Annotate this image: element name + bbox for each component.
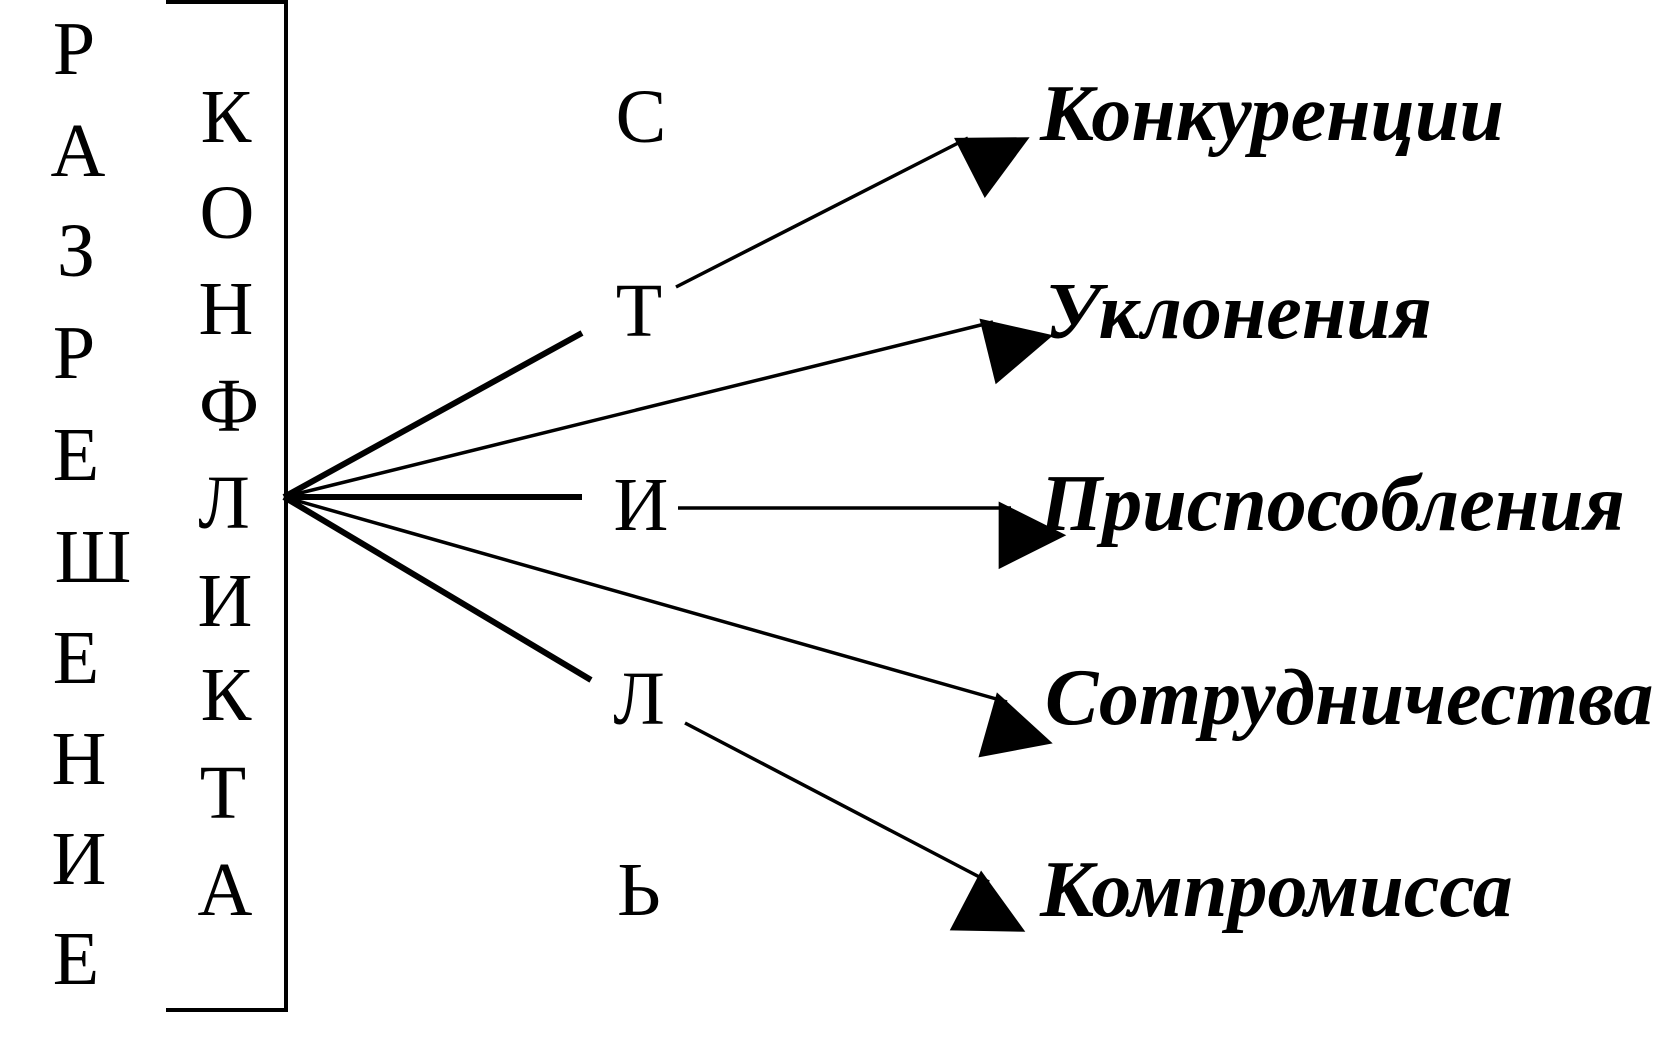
bracket [166,0,288,1012]
label-sotrudnichestva: Сотрудничества [1045,654,1653,742]
label-prisposobleniya: Приспособления [1039,460,1625,548]
label-konkurentsii: Конкуренции [1039,70,1504,158]
column-right-letter: Л [613,657,665,741]
column-left-letter: А [51,109,106,193]
column-left-letter: Р [53,311,95,395]
arrow-to-kompromissa [684,721,1026,932]
column-right-letter: Ь [617,848,661,932]
column-middle-letter: Н [199,267,254,351]
column-middle-letter: О [200,171,255,255]
column-right-letter: С [616,75,667,159]
column-left-letter: З [57,209,95,293]
column-middle-letter: Т [200,751,246,835]
hub-line [282,330,584,500]
column-left-letter: Ш [55,515,132,599]
column-left-letter: И [52,817,107,901]
column-middle-letter: А [198,848,253,932]
style-labels: Конкуренции Уклонения Приспособления Сот… [1039,70,1653,934]
column-right-letter: И [614,463,669,547]
column-left: Р А З Р Е Ш Е Н И Е [51,7,132,1001]
column-middle: К О Н Ф Л И К Т А [198,75,259,932]
column-right-letter: Т [616,269,662,353]
column-left-letter: Р [53,7,95,91]
hub-line [282,494,593,683]
hub-lines [282,330,593,683]
column-middle-letter: К [201,653,252,737]
column-right: С Т И Л Ь [613,75,668,932]
column-middle-letter: И [198,559,253,643]
column-left-letter: Е [53,917,99,1001]
column-left-letter: Е [53,616,99,700]
column-left-letter: Е [53,413,99,497]
arrow-to-ukloneniya [283,318,1054,499]
column-middle-letter: Ф [199,364,259,448]
column-middle-letter: К [201,75,252,159]
column-middle-letter: Л [198,461,250,545]
column-left-letter: Н [52,717,107,801]
label-kompromissa: Компромисса [1039,846,1513,934]
arrow-to-sotrudnichestva [283,495,1053,758]
label-ukloneniya: Уклонения [1045,268,1432,356]
arrows [283,136,1067,932]
arrow-to-konkurentsii [675,136,1030,289]
